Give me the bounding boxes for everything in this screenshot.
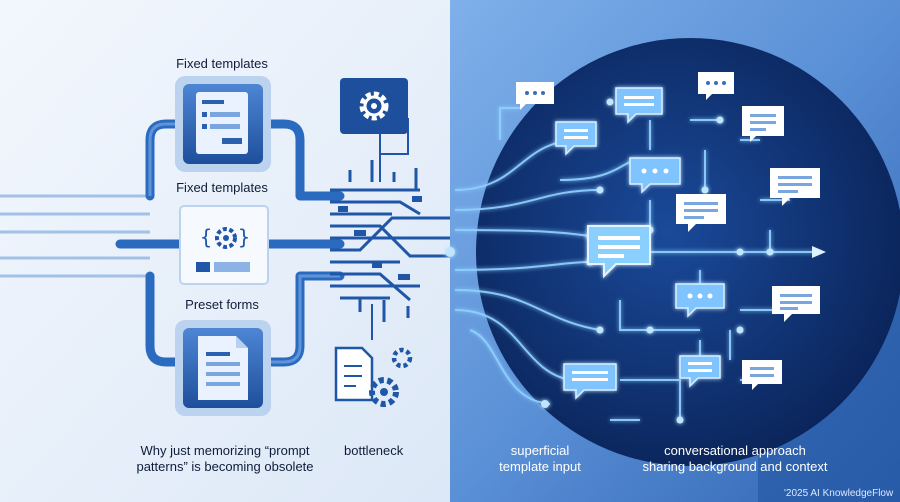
- template-box-top: [175, 76, 271, 172]
- bubble-white: [698, 72, 734, 100]
- label-conversational-line-1: conversational approach: [664, 443, 806, 458]
- network-lines: [454, 107, 820, 421]
- gear-code-icon: { }: [196, 225, 250, 272]
- label-fixed-templates-top: Fixed templates: [176, 56, 268, 71]
- bubble-white: [676, 194, 726, 232]
- bubble-blue: [563, 363, 617, 400]
- bubble-white: [742, 106, 784, 142]
- document-gears-icon: [334, 346, 413, 407]
- label-conversational-line-2: sharing background and context: [642, 459, 828, 474]
- incoming-lines: [0, 194, 150, 278]
- label-conversational: conversational approach sharing backgrou…: [620, 443, 850, 475]
- bubble-blue: [675, 283, 725, 318]
- svg-text:}: }: [238, 225, 250, 249]
- bubble-blue-large: [587, 225, 651, 279]
- label-superficial: superficial template input: [478, 443, 602, 475]
- bubble-white: [772, 286, 820, 322]
- gear-box: [340, 78, 408, 134]
- bubble-blue: [615, 87, 663, 124]
- bubble-blue: [555, 121, 597, 156]
- caption-left: Why just memorizing “prompt patterns” is…: [110, 443, 340, 475]
- label-bottleneck: bottleneck: [344, 443, 404, 458]
- chip-pads: [338, 196, 422, 280]
- bubble-white: [742, 360, 782, 390]
- chat-bubble-icon: [516, 72, 820, 400]
- bubble-blue: [629, 157, 681, 194]
- svg-text:{: {: [200, 225, 212, 249]
- arrow-right: [812, 246, 826, 258]
- label-superficial-line-1: superficial: [510, 443, 570, 458]
- caption-left-line-2: patterns” is becoming obsolete: [136, 459, 314, 474]
- bubble-blue: [679, 355, 721, 388]
- template-box-mid: { }: [179, 205, 269, 285]
- network-nodes: [541, 98, 774, 424]
- bubble-white: [770, 168, 820, 206]
- bubble-white: [516, 82, 554, 110]
- caption-left-line-1: Why just memorizing “prompt: [140, 443, 310, 458]
- document-icon: [198, 336, 248, 400]
- label-fixed-templates-mid: Fixed templates: [176, 180, 268, 195]
- label-superficial-line-2: template input: [499, 459, 581, 474]
- circuit-inner: [148, 122, 340, 364]
- template-box-bottom: [175, 320, 271, 416]
- document-form-icon: [196, 92, 248, 154]
- bottleneck-chip: [330, 160, 450, 322]
- label-preset-forms: Preset forms: [185, 297, 259, 312]
- gear-icon: [359, 91, 389, 121]
- copyright: '2025 AI KnowledgeFlow: [784, 488, 894, 499]
